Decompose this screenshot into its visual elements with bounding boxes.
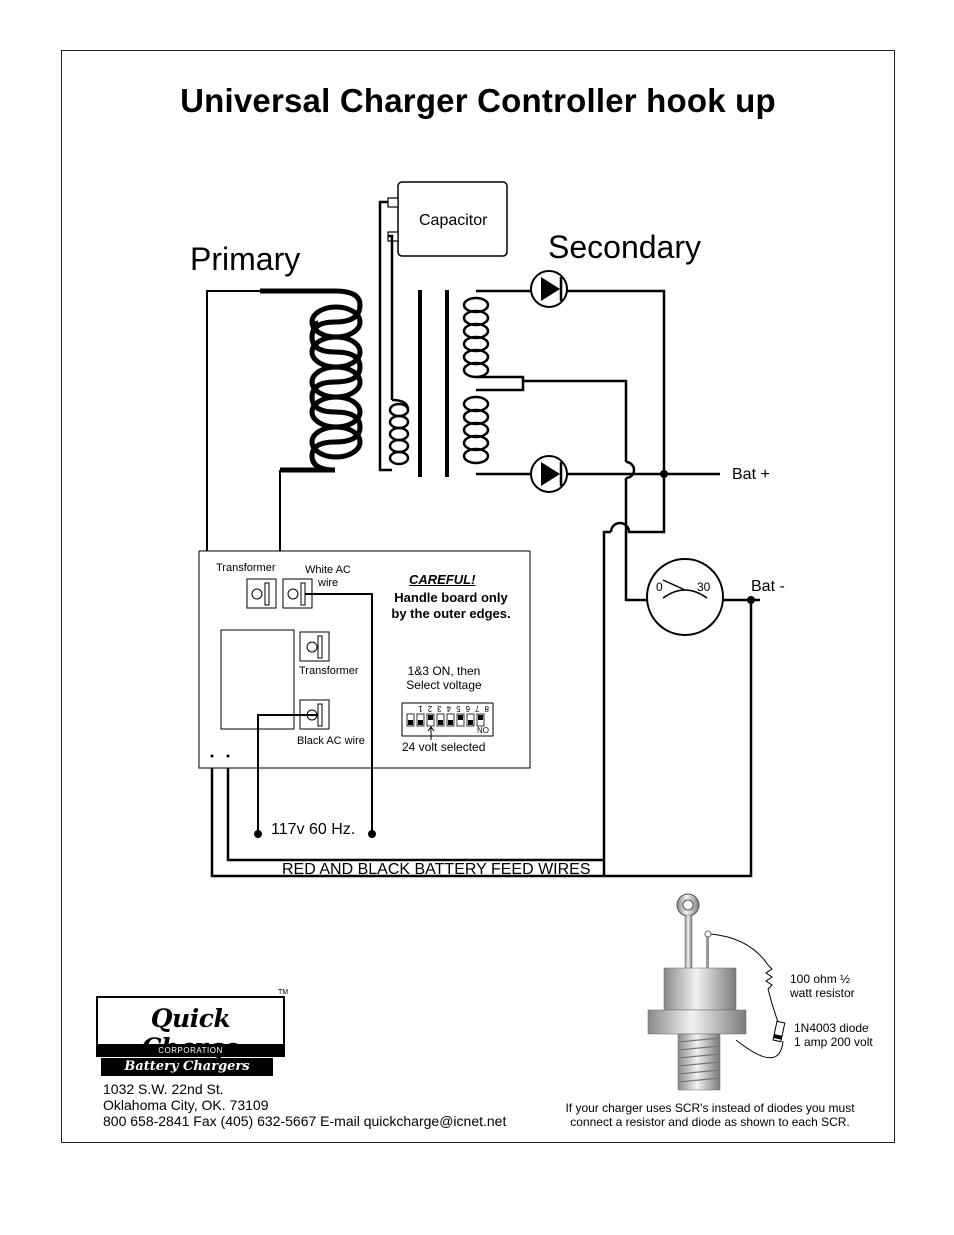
page-frame — [61, 50, 895, 1143]
board-transformer-mid-label: Transformer — [299, 665, 359, 677]
bat-minus-label: Bat - — [751, 578, 785, 595]
secondary-wires — [210, 289, 760, 878]
transformer-core — [418, 290, 449, 477]
scr-device — [647, 893, 747, 1091]
diode-label-line2: 1 amp 200 volt — [794, 1035, 873, 1049]
resistor-label-line1: 100 ohm ½ — [790, 972, 851, 986]
select-instruction-line1: 1&3 ON, then — [407, 664, 481, 678]
board-transformer-top-label: Transformer — [216, 562, 276, 574]
address-street: 1032 S.W. 22nd St. — [103, 1081, 224, 1097]
meter-thirty-label: 30 — [697, 580, 711, 594]
primary-label: Primary — [190, 241, 301, 277]
company-logo: Quick Charge — [96, 996, 285, 1062]
board-white-ac-label: White AC — [305, 564, 351, 576]
dip-switch — [401, 702, 494, 740]
handle-warning-line1: Handle board only — [394, 590, 508, 605]
logo-tagline: Battery Chargers — [101, 1058, 273, 1076]
ac-terminal-right — [368, 830, 376, 838]
select-instruction-line2: Select voltage — [406, 678, 482, 692]
primary-loops — [309, 304, 363, 460]
logo-corporation: CORPORATION — [96, 1045, 285, 1057]
scr-note-line1: If your charger uses SCR's instead of di… — [565, 1101, 855, 1115]
board-white-ac-wire-label: wire — [318, 577, 339, 589]
capacitor — [387, 181, 508, 257]
secondary-coil-lower — [462, 395, 490, 465]
board-black-ac-label: Black AC wire — [297, 735, 365, 747]
diode-upper — [530, 270, 568, 308]
company-contact: 800 658-2841 Fax (405) 632-5667 E-mail q… — [103, 1113, 507, 1129]
capacitor-wires — [378, 200, 394, 472]
meter-zero-label: 0 — [656, 580, 663, 594]
resistor-label-line2: watt resistor — [790, 986, 855, 1000]
capacitor-label: Capacitor — [419, 212, 488, 229]
secondary-coil-upper — [462, 296, 490, 379]
address-city: Oklahoma City, OK. 73109 — [103, 1097, 269, 1113]
dip-numbers: 8 7 6 5 4 3 2 1 — [416, 704, 489, 713]
ac-terminal-left — [254, 830, 262, 838]
scr-diode — [772, 1020, 786, 1043]
company-address: 1032 S.W. 22nd St. Oklahoma City, OK. 73… — [103, 1081, 506, 1129]
bat-plus-junction — [660, 470, 668, 478]
ac-wires — [257, 593, 373, 833]
careful-warning: CAREFUL! — [409, 572, 476, 587]
ammeter — [646, 558, 724, 636]
bat-plus-label: Bat + — [732, 466, 770, 483]
diode-lower — [530, 455, 568, 493]
dip-on-label: ON — [477, 725, 489, 734]
voltage-selected-label: 24 volt selected — [402, 740, 486, 754]
diode-label-line1: 1N4003 diode — [794, 1021, 869, 1035]
trademark-mark: TM — [278, 989, 289, 996]
page-title: Universal Charger Controller hook up — [180, 82, 776, 119]
line-voltage-label: 117v 60 Hz. — [271, 821, 356, 838]
secondary-label: Secondary — [548, 229, 701, 265]
aux-coil — [388, 398, 410, 466]
scr-resistor-wire — [710, 933, 784, 1059]
bat-minus-junction — [747, 596, 755, 604]
scr-note-line2: connect a resistor and diode as shown to… — [570, 1115, 850, 1129]
battery-feed-label: RED AND BLACK BATTERY FEED WIRES — [282, 861, 591, 878]
handle-warning-line2: by the outer edges. — [391, 606, 511, 621]
